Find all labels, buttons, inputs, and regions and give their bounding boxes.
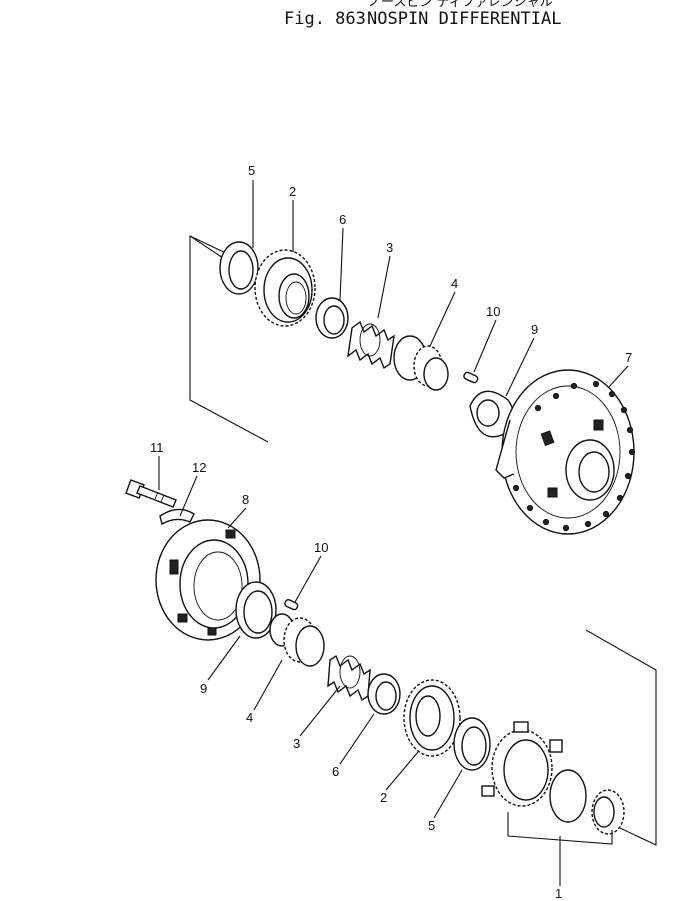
part-pin-upper: [463, 371, 479, 384]
callout-10-lower: 10: [314, 540, 328, 555]
callout-6-upper: 6: [339, 212, 346, 227]
part-side-gear-lower: [403, 679, 461, 757]
callout-5-upper: 5: [248, 163, 255, 178]
callout-1: 1: [555, 886, 562, 901]
figure-title: NOSPIN DIFFERENTIAL: [367, 9, 561, 29]
leader-lines: [158, 180, 629, 886]
part-clutch-lower: [269, 613, 325, 667]
callout-9-upper: 9: [531, 322, 538, 337]
callout-2-lower: 2: [380, 790, 387, 805]
callout-10-upper: 10: [486, 304, 500, 319]
part-bolt: [125, 479, 177, 508]
part-differential-case: [495, 369, 636, 535]
callout-8: 8: [242, 492, 249, 507]
title-japanese: ノースピン ディファレンシャル: [368, 0, 553, 10]
part-spider-assembly: [481, 721, 625, 845]
part-shim-upper: [469, 390, 515, 438]
callout-12: 12: [192, 460, 206, 475]
callout-9-lower: 9: [200, 681, 207, 696]
part-thrust-washer-lower: [453, 717, 491, 771]
callout-5-lower: 5: [428, 818, 435, 833]
part-holder-ring-upper: [315, 297, 349, 339]
part-side-gear-upper: [254, 249, 316, 327]
callout-numbers: 5 2 6 3 4 10 9 7 11 12 8 10 9 4 3 6 2 5 …: [150, 163, 632, 901]
callout-3-upper: 3: [386, 240, 393, 255]
part-pin-lower: [284, 599, 299, 611]
callout-7: 7: [625, 350, 632, 365]
callout-4-lower: 4: [246, 710, 253, 725]
callout-6-lower: 6: [332, 764, 339, 779]
part-thrust-washer-upper: [219, 241, 259, 295]
part-case-half: [155, 519, 263, 641]
part-spring-upper: [347, 320, 395, 370]
part-holder-ring-lower: [367, 673, 401, 715]
part-lock-plate: [159, 508, 195, 526]
callout-4-upper: 4: [451, 276, 458, 291]
figure-number: Fig. 863: [284, 9, 366, 29]
callout-2-upper: 2: [289, 184, 296, 199]
part-shim-lower: [235, 581, 277, 639]
part-clutch-upper: [393, 335, 449, 391]
assembly-frame-lower: [585, 629, 657, 846]
callout-3-lower: 3: [293, 736, 300, 751]
callout-11: 11: [150, 440, 164, 455]
